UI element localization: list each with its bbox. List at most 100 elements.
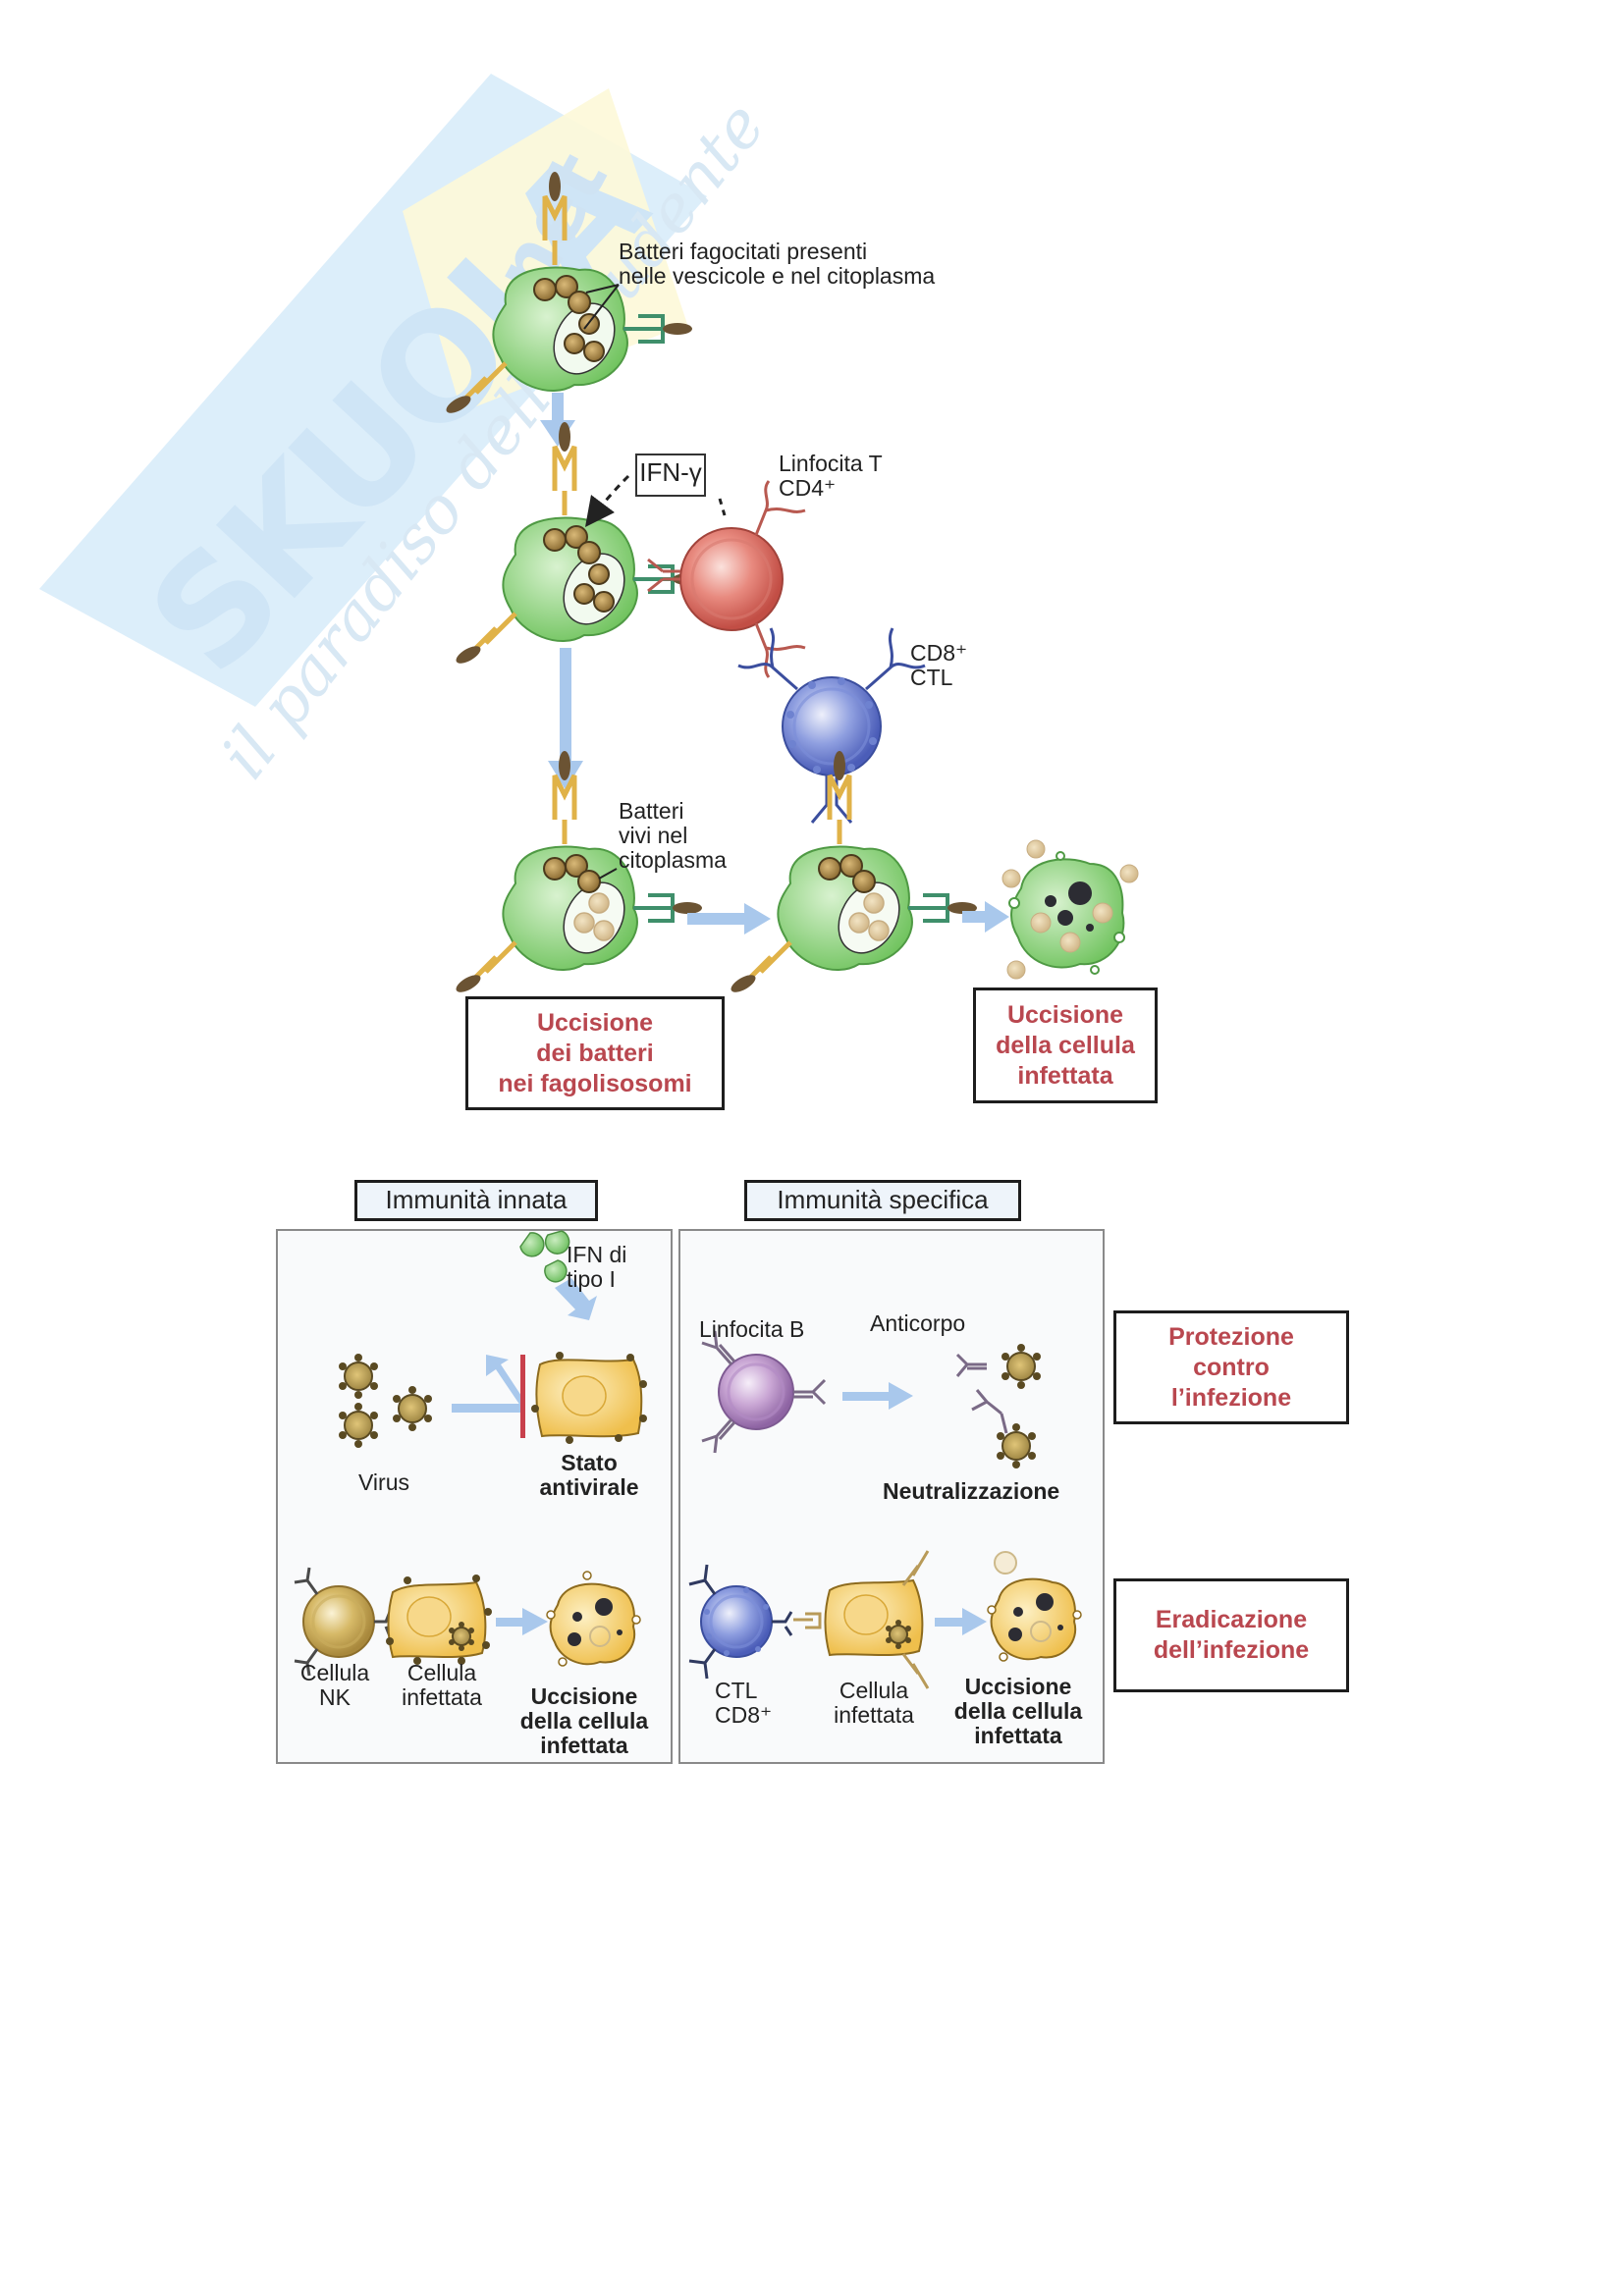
dying-infected-cell-innate (546, 1571, 641, 1667)
outcome-line: della cellula (996, 1031, 1135, 1059)
outcome-box-infected-cell-killing: Uccisione della cellula infettata (973, 988, 1158, 1103)
outcome-line: nei fagolisosomi (498, 1069, 692, 1097)
label-ifn-type-i: IFN di tipo I (567, 1243, 626, 1292)
ctl-cd8-cell (688, 1564, 822, 1680)
label-line: Cellula (406, 1660, 477, 1685)
bacterium (573, 583, 595, 605)
b-lymphocyte (701, 1330, 827, 1454)
block-bar (520, 1355, 525, 1438)
label-line: infettata (834, 1702, 914, 1728)
label-infected-cell-killing-innate: Uccisione della cellula infettata (511, 1684, 658, 1758)
label-antiviral-state: Stato antivirale (530, 1451, 648, 1500)
dead-bacterium (593, 920, 615, 941)
outcome-box-protection: Protezione contro l’infezione (1113, 1310, 1349, 1424)
label-line: Batteri (619, 798, 684, 824)
figure-top-art (446, 172, 1139, 992)
dying-macrophage-cell (1001, 839, 1139, 980)
macrophage-cell-4 (731, 751, 977, 992)
outcome-line: contro (1193, 1353, 1270, 1381)
ifn-type-i-molecules (519, 1230, 570, 1283)
label-line: infettata (540, 1733, 628, 1758)
outcome-line: dei batteri (536, 1039, 654, 1067)
label-nk-cell: Cellula NK (291, 1661, 379, 1710)
label-neutralization: Neutralizzazione (883, 1478, 1060, 1504)
infected-cell-specific (824, 1550, 930, 1689)
arrow-right (935, 1608, 987, 1635)
dying-infected-cell-specific (987, 1551, 1082, 1662)
label-line: NK (319, 1684, 351, 1710)
label-line: vivi nel (619, 823, 688, 848)
label-line: IFN di (567, 1242, 627, 1267)
arrow-ifn-to-cell (555, 1278, 597, 1320)
arrow-right (842, 1382, 913, 1410)
label-antibody: Anticorpo (870, 1310, 966, 1336)
bacterium (839, 854, 863, 878)
bacterium (533, 278, 557, 301)
label-line: Batteri fagocitati presenti (619, 239, 868, 264)
figure-intracellular-bacteria: Batteri fagocitati presenti nelle vescic… (0, 0, 1624, 1139)
ifn-gamma-box: IFN-γ (635, 454, 706, 497)
macrophage-cell-2 (456, 422, 702, 664)
bacterium (568, 291, 591, 314)
bacterium (852, 870, 876, 893)
bacterium (543, 528, 567, 552)
bacterium (577, 541, 601, 564)
panel-innate (276, 1229, 673, 1764)
outcome-line: Uccisione (536, 1008, 654, 1037)
label-ctl-cd8: CTL CD8⁺ (715, 1679, 772, 1728)
label-cd8-ctl: CD8⁺ CTL (910, 641, 967, 690)
label-line: Uccisione (964, 1674, 1072, 1699)
label-line: Uccisione (530, 1683, 638, 1709)
header-innate-immunity: Immunità innata (354, 1180, 598, 1221)
label-phagocytosed-bacteria: Batteri fagocitati presenti nelle vescic… (619, 240, 935, 289)
pointer-line (598, 868, 618, 880)
ifn-dashed-arrow (584, 474, 630, 527)
label-line: Linfocita T (779, 451, 883, 476)
label-line: nelle vescicole e nel citoplasma (619, 263, 936, 289)
outcome-line: Uccisione (1006, 1000, 1124, 1029)
label-t-cd4: Linfocita T CD4⁺ (779, 452, 883, 501)
outcome-box-eradication: Eradicazione dell’infezione (1113, 1578, 1349, 1692)
arrow-right (496, 1608, 548, 1635)
macrophage-cell-3 (456, 751, 702, 992)
cd8-ctl-cell (737, 627, 926, 824)
label-line: citoplasma (619, 847, 727, 873)
label-line: Cellula (299, 1660, 370, 1685)
dead-bacterium (848, 912, 870, 934)
bacterium (565, 854, 588, 878)
pointer-line (583, 284, 620, 330)
label-line: Stato (561, 1450, 618, 1475)
dead-bacterium (573, 912, 595, 934)
header-label: Immunità innata (385, 1185, 568, 1214)
neutralized-viruses (955, 1344, 1041, 1468)
outcome-line: infettata (1017, 1061, 1113, 1090)
label-live-bacteria: Batteri vivi nel citoplasma (619, 799, 727, 873)
label-line: tipo I (567, 1266, 616, 1292)
outcome-line: Protezione (1168, 1322, 1294, 1351)
bacterium (583, 341, 605, 362)
label-line: infettata (974, 1723, 1062, 1748)
label-line: antivirale (539, 1474, 639, 1500)
bacterium (564, 333, 585, 354)
header-specific-immunity: Immunità specifica (744, 1180, 1021, 1221)
bacterium (555, 275, 578, 298)
dead-bacterium (868, 920, 890, 941)
antiviral-state-cell (531, 1352, 647, 1444)
bacterium (593, 591, 615, 613)
label-line: CD4⁺ (779, 475, 837, 501)
label-line: CTL (910, 665, 953, 690)
outcome-line: Eradicazione (1155, 1606, 1308, 1633)
bacterium (577, 870, 601, 893)
panel-specific (678, 1229, 1105, 1764)
label-b-lymphocyte: Linfocita B (699, 1316, 805, 1342)
infected-cell-innate (386, 1575, 492, 1665)
label-infected-cell-killing-specific: Uccisione della cellula infettata (945, 1675, 1092, 1748)
figure-antiviral-immunity: Immunità innata Immunità specifica (0, 1158, 1624, 1787)
label-virus: Virus (358, 1469, 409, 1495)
outcome-line: dell’infezione (1153, 1636, 1310, 1664)
arrow-right (687, 903, 771, 934)
label-line: CTL (715, 1678, 758, 1703)
dead-bacterium (863, 892, 885, 914)
label-line: della cellula (519, 1708, 649, 1734)
label-line: CD8⁺ (715, 1702, 773, 1728)
